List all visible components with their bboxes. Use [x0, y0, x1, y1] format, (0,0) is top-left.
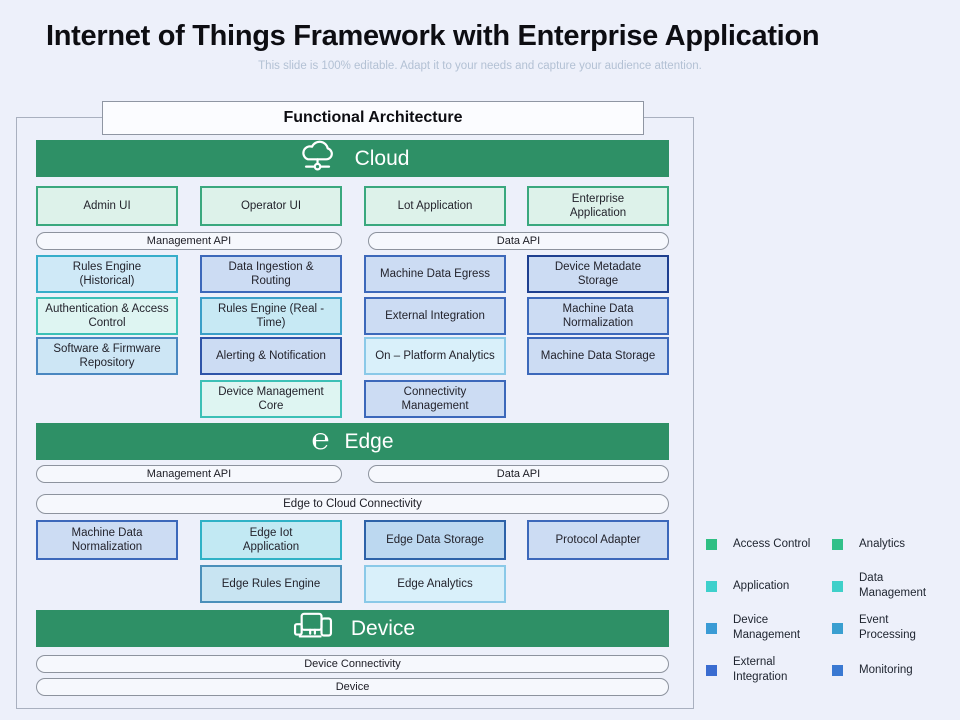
legend-item-data-management: Data Management — [832, 564, 947, 608]
cloud-box-machine-data-normalization: Machine Data Normalization — [527, 297, 669, 335]
legend-item-analytics: Analytics — [832, 522, 947, 566]
legend-label: External Integration — [733, 656, 788, 683]
legend-item-application: Application — [706, 564, 821, 608]
edge-banner: ℮ Edge — [36, 423, 669, 460]
cloud-box-authentication-access-control: Authentication & Access Control — [36, 297, 178, 335]
legend-item-event-processing: Event Processing — [832, 606, 947, 650]
cloud-box-rules-engine-realtime: Rules Engine (Real - Time) — [200, 297, 342, 335]
devices-icon — [290, 610, 336, 644]
legend-swatch — [706, 664, 717, 676]
cloud-box-data-ingestion-routing: Data Ingestion & Routing — [200, 255, 342, 293]
legend-swatch — [832, 538, 843, 550]
edge-box-edge-analytics: Edge Analytics — [364, 565, 506, 603]
legend-swatch — [832, 622, 843, 634]
legend-label: Access Control — [733, 537, 811, 550]
edge-management-api-pill: Management API — [36, 465, 342, 483]
legend-label: Event Processing — [859, 614, 916, 641]
edge-to-cloud-connectivity-pill: Edge to Cloud Connectivity — [36, 494, 669, 514]
device-banner-label: Device — [350, 616, 416, 640]
edge-box-machine-data-normalization: Machine Data Normalization — [36, 520, 178, 560]
legend-swatch — [706, 538, 717, 550]
edge-box-edge-data-storage: Edge Data Storage — [364, 520, 506, 560]
edge-box-protocol-adapter: Protocol Adapter — [527, 520, 669, 560]
legend-item-access-control: Access Control — [706, 522, 821, 566]
page-title: Internet of Things Framework with Enterp… — [46, 20, 820, 52]
edge-box-edge-rules-engine: Edge Rules Engine — [200, 565, 342, 603]
frame-title: Functional Architecture — [102, 101, 644, 135]
cloud-data-api-pill: Data API — [368, 232, 669, 250]
legend-item-monitoring: Monitoring — [832, 648, 947, 692]
cloud-management-api-pill: Management API — [36, 232, 342, 250]
legend-swatch — [706, 580, 717, 592]
cloud-box-device-management-core: Device Management Core — [200, 380, 342, 418]
cloud-box-software-firmware-repository: Software & Firmware Repository — [36, 337, 178, 375]
cloud-app-box: Admin UI — [36, 186, 178, 226]
edge-box-edge-iot-application: Edge Iot Application — [200, 520, 342, 560]
legend-label: Application — [733, 579, 790, 592]
cloud-box-machine-data-storage: Machine Data Storage — [527, 337, 669, 375]
cloud-box-external-integration: External Integration — [364, 297, 506, 335]
legend-label: Analytics — [859, 537, 906, 550]
edge-data-api-pill: Data API — [368, 465, 669, 483]
legend-swatch — [706, 622, 717, 634]
legend-swatch — [832, 664, 843, 676]
cloud-box-machine-data-egress: Machine Data Egress — [364, 255, 506, 293]
legend-item-device-management: Device Management — [706, 606, 821, 650]
legend-item-external-integration: External Integration — [706, 648, 821, 692]
cloud-network-icon — [296, 139, 340, 175]
device-pill: Device — [36, 678, 669, 696]
cloud-banner: Cloud — [36, 140, 669, 177]
cloud-box-device-metadate-storage: Device Metadate Storage — [527, 255, 669, 293]
page-subtitle: This slide is 100% editable. Adapt it to… — [258, 60, 702, 72]
cloud-box-connectivity-management: Connectivity Management — [364, 380, 506, 418]
legend-label: Device Management — [733, 614, 801, 641]
cloud-box-rules-engine-historical: Rules Engine (Historical) — [36, 255, 178, 293]
cloud-app-box: Lot Application — [364, 186, 506, 226]
legend-label: Data Management — [859, 572, 927, 599]
device-banner: Device — [36, 610, 669, 647]
edge-browser-icon: ℮ — [311, 422, 330, 456]
legend-swatch — [832, 580, 843, 592]
cloud-box-on-platform-analytics: On – Platform Analytics — [364, 337, 506, 375]
cloud-app-box: Operator UI — [200, 186, 342, 226]
cloud-app-box: Enterprise Application — [527, 186, 669, 226]
device-connectivity-pill: Device Connectivity — [36, 655, 669, 673]
cloud-box-alerting-notification: Alerting & Notification — [200, 337, 342, 375]
cloud-banner-label: Cloud — [354, 146, 410, 170]
legend-label: Monitoring — [859, 663, 913, 676]
edge-banner-label: Edge — [344, 429, 394, 453]
